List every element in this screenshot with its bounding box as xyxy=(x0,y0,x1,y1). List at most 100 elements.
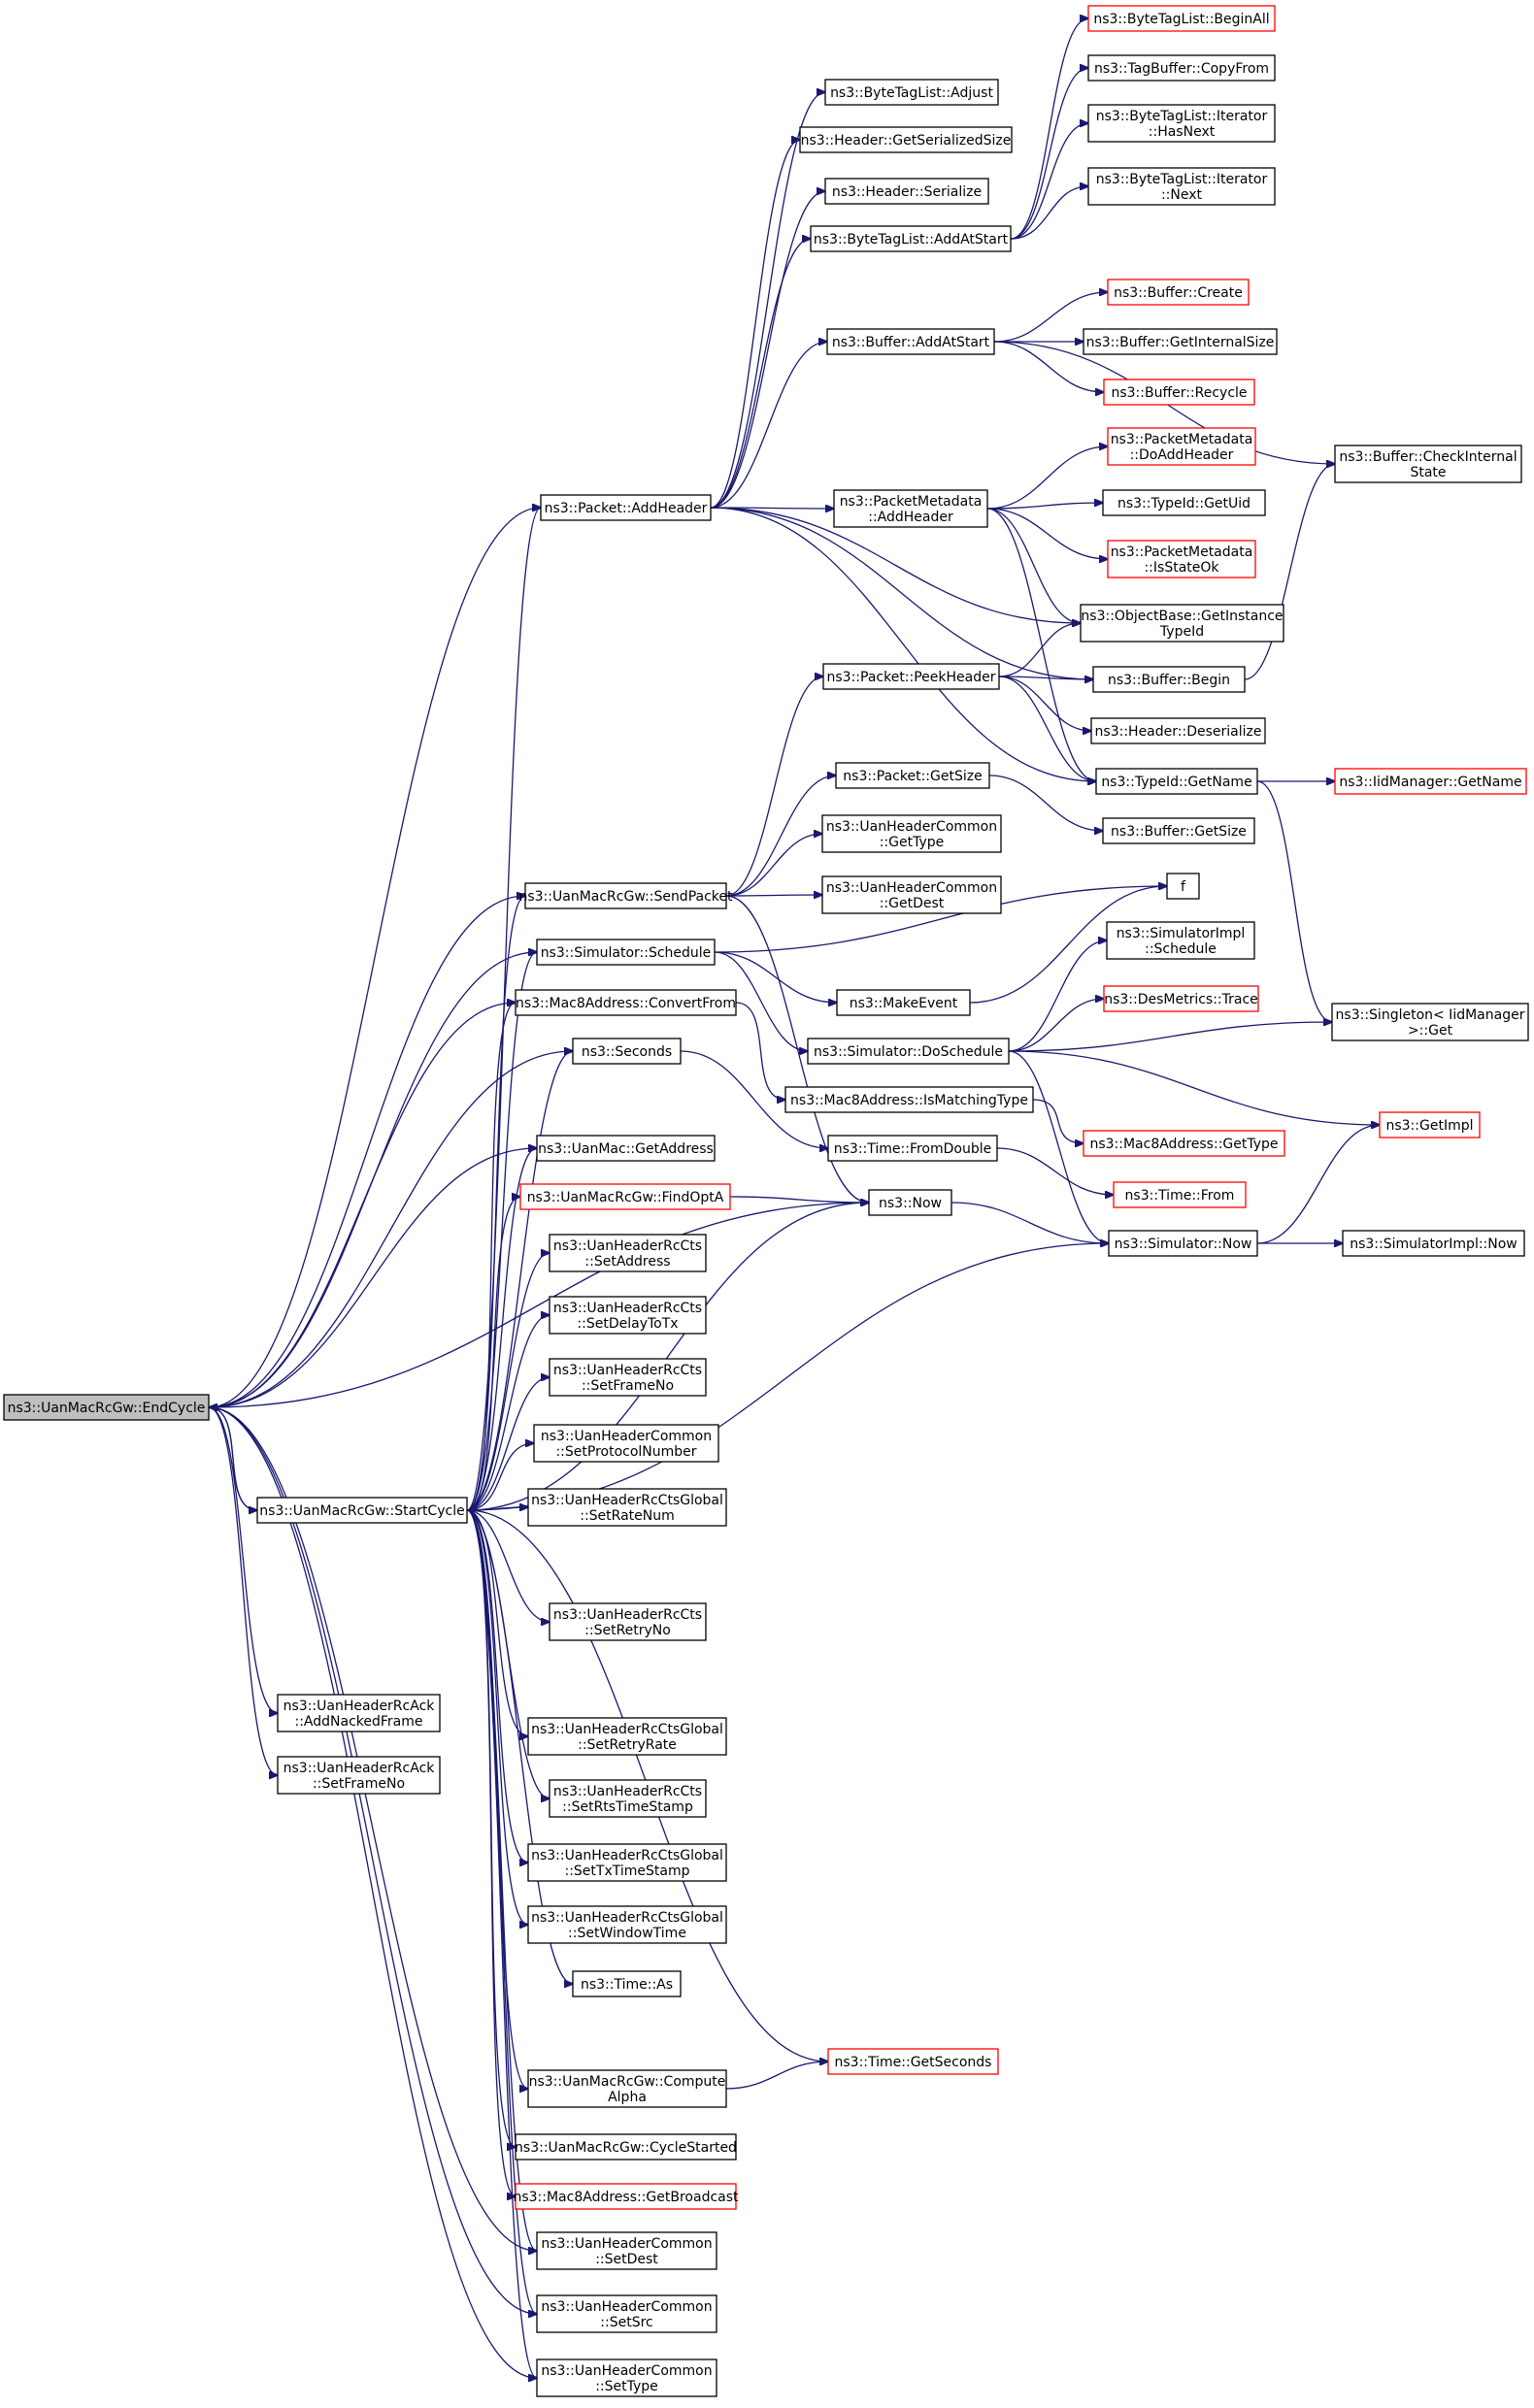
node-set-rate-num[interactable]: ns3::UanHeaderRcCtsGlobal::SetRateNum xyxy=(527,1488,727,1527)
node-mac8-get-type[interactable]: ns3::Mac8Address::GetType xyxy=(1083,1130,1285,1157)
node-sim-now[interactable]: ns3::Simulator::Now xyxy=(1108,1230,1258,1257)
node-box xyxy=(549,1296,707,1335)
node-get-uid[interactable]: ns3::TypeId::GetUid xyxy=(1102,489,1266,516)
node-box xyxy=(1379,1111,1481,1138)
node-sim-impl-now[interactable]: ns3::SimulatorImpl::Now xyxy=(1342,1230,1525,1257)
node-is-matching-type[interactable]: ns3::Mac8Address::IsMatchingType xyxy=(784,1086,1034,1113)
node-set-address[interactable]: ns3::UanHeaderRcCts::SetAddress xyxy=(549,1234,707,1272)
node-now[interactable]: ns3::Now xyxy=(868,1189,952,1216)
edge-start-cycle-to-set-retry-rate xyxy=(466,1509,528,1736)
node-end-cycle[interactable]: ns3::UanMacRcGw::EndCycle xyxy=(3,1394,210,1421)
node-hcget-type[interactable]: ns3::UanHeaderCommon::GetType xyxy=(821,814,1002,853)
node-btladjust[interactable]: ns3::ByteTagList::Adjust xyxy=(824,79,999,106)
node-cts-set-frame-no[interactable]: ns3::UanHeaderRcCts::SetFrameNo xyxy=(549,1358,707,1397)
node-set-rts-time-stamp[interactable]: ns3::UanHeaderRcCts::SetRtsTimeStamp xyxy=(549,1779,707,1818)
node-box xyxy=(536,2294,717,2333)
node-ack-set-frame-no[interactable]: ns3::UanHeaderRcAck::SetFrameNo xyxy=(277,1756,441,1795)
node-label: ::SetRateNum xyxy=(580,1508,675,1524)
node-tbcopy-from[interactable]: ns3::TagBuffer::CopyFrom xyxy=(1087,54,1276,82)
node-label: ns3::TypeId::GetUid xyxy=(1117,496,1251,511)
edge-make-event-to-f xyxy=(969,886,1167,1004)
node-time-as[interactable]: ns3::Time::As xyxy=(572,1970,682,1997)
node-hcget-dest[interactable]: ns3::UanHeaderCommon::GetDest xyxy=(821,875,1002,914)
node-label: ::SetType xyxy=(595,2379,658,2394)
node-seconds[interactable]: ns3::Seconds xyxy=(572,1038,682,1065)
node-set-dest[interactable]: ns3::UanHeaderCommon::SetDest xyxy=(536,2231,717,2270)
node-header-serialize[interactable]: ns3::Header::Serialize xyxy=(824,178,989,205)
node-box xyxy=(572,1038,682,1065)
node-do-schedule[interactable]: ns3::Simulator::DoSchedule xyxy=(807,1038,1010,1065)
node-label: ::AddHeader xyxy=(868,510,953,525)
node-set-protocol-number[interactable]: ns3::UanHeaderCommon::SetProtocolNumber xyxy=(533,1424,719,1463)
node-it-next[interactable]: ns3::ByteTagList::Iterator::Next xyxy=(1087,167,1276,206)
node-set-src[interactable]: ns3::UanHeaderCommon::SetSrc xyxy=(536,2294,717,2333)
node-iid-get-name[interactable]: ns3::IidManager::GetName xyxy=(1334,768,1527,795)
node-f[interactable]: f xyxy=(1166,873,1200,900)
node-singleton-get[interactable]: ns3::Singleton< IidManager>::Get xyxy=(1331,1003,1529,1041)
node-peek-header[interactable]: ns3::Packet::PeekHeader xyxy=(822,663,1000,690)
node-buf-get-size[interactable]: ns3::Buffer::GetSize xyxy=(1102,817,1255,844)
edge-do-schedule-to-des-metrics-trace xyxy=(1008,999,1104,1052)
node-do-add-header[interactable]: ns3::PacketMetadata::DoAddHeader xyxy=(1107,427,1256,466)
node-get-seconds[interactable]: ns3::Time::GetSeconds xyxy=(827,2048,999,2075)
node-btladd-at-start[interactable]: ns3::ByteTagList::AddAtStart xyxy=(810,225,1012,252)
node-box xyxy=(549,1358,707,1397)
edge-packet-add-header-to-get-instance-type-id xyxy=(710,507,1081,623)
node-send-packet[interactable]: ns3::UanMacRcGw::SendPacket xyxy=(518,882,733,909)
node-box xyxy=(536,939,716,966)
node-find-opt-a[interactable]: ns3::UanMacRcGw::FindOptA xyxy=(519,1183,731,1210)
node-from-double[interactable]: ns3::Time::FromDouble xyxy=(827,1135,998,1162)
edge-end-cycle-to-set-dest xyxy=(208,1406,537,2251)
node-buf-create[interactable]: ns3::Buffer::Create xyxy=(1107,279,1250,306)
node-get-broadcast[interactable]: ns3::Mac8Address::GetBroadcast xyxy=(513,2183,739,2210)
node-set-delay-to-tx[interactable]: ns3::UanHeaderRcCts::SetDelayToTx xyxy=(549,1296,707,1335)
node-label: ns3::PacketMetadata xyxy=(840,494,983,510)
node-label: ns3::UanHeaderCommon xyxy=(541,2236,712,2252)
node-add-nacked-frame[interactable]: ns3::UanHeaderRcAck::AddNackedFrame xyxy=(277,1694,441,1732)
edge-peek-header-to-buf-begin xyxy=(998,676,1093,679)
node-buf-begin[interactable]: ns3::Buffer::Begin xyxy=(1092,666,1246,693)
node-buf-recycle[interactable]: ns3::Buffer::Recycle xyxy=(1103,379,1255,406)
node-convert-from[interactable]: ns3::Mac8Address::ConvertFrom xyxy=(515,989,737,1016)
node-sim-schedule[interactable]: ns3::Simulator::Schedule xyxy=(536,939,716,966)
node-get-impl[interactable]: ns3::GetImpl xyxy=(1379,1111,1481,1138)
node-box xyxy=(549,1234,707,1272)
node-header-deserialize[interactable]: ns3::Header::Deserialize xyxy=(1090,717,1266,744)
node-box xyxy=(1087,104,1276,143)
node-set-tx-time-stamp[interactable]: ns3::UanHeaderRcCtsGlobal::SetTxTimeStam… xyxy=(527,1843,727,1882)
node-label: ns3::Seconds xyxy=(582,1044,672,1060)
node-label: ns3::UanMac::GetAddress xyxy=(538,1141,714,1157)
node-set-retry-rate[interactable]: ns3::UanHeaderRcCtsGlobal::SetRetryRate xyxy=(527,1717,727,1756)
node-header-get-serialized-size[interactable]: ns3::Header::GetSerializedSize xyxy=(799,126,1013,153)
node-buf-get-internal-size[interactable]: ns3::Buffer::GetInternalSize xyxy=(1083,328,1278,355)
node-pmadd-header[interactable]: ns3::PacketMetadata::AddHeader xyxy=(833,489,988,528)
node-packet-get-size[interactable]: ns3::Packet::GetSize xyxy=(835,762,990,789)
node-des-metrics-trace[interactable]: ns3::DesMetrics::Trace xyxy=(1103,985,1259,1012)
node-get-address[interactable]: ns3::UanMac::GetAddress xyxy=(536,1135,716,1162)
node-type-id-get-name[interactable]: ns3::TypeId::GetName xyxy=(1095,768,1258,795)
node-box xyxy=(1103,985,1259,1012)
node-btlbegin-all[interactable]: ns3::ByteTagList::BeginAll xyxy=(1087,5,1276,32)
edge-compute-alpha-to-get-seconds xyxy=(725,2062,828,2090)
node-box xyxy=(1334,768,1527,795)
edge-start-cycle-to-set-protocol-number xyxy=(466,1443,534,1511)
node-buffer-add-at-start[interactable]: ns3::Buffer::AddAtStart xyxy=(826,328,995,355)
node-set-window-time[interactable]: ns3::UanHeaderRcCtsGlobal::SetWindowTime xyxy=(527,1905,727,1944)
node-is-state-ok[interactable]: ns3::PacketMetadata::IsStateOk xyxy=(1107,540,1256,578)
node-label: ::DoAddHeader xyxy=(1130,447,1234,463)
node-time-from[interactable]: ns3::Time::From xyxy=(1113,1181,1247,1208)
node-cycle-started[interactable]: ns3::UanMacRcGw::CycleStarted xyxy=(515,2133,737,2161)
node-set-retry-no[interactable]: ns3::UanHeaderRcCts::SetRetryNo xyxy=(549,1602,707,1641)
node-packet-add-header[interactable]: ns3::Packet::AddHeader xyxy=(540,494,712,521)
node-sim-impl-schedule[interactable]: ns3::SimulatorImpl::Schedule xyxy=(1106,921,1255,960)
node-it-has-next[interactable]: ns3::ByteTagList::Iterator::HasNext xyxy=(1087,104,1276,143)
edge-end-cycle-to-set-type xyxy=(208,1406,537,2378)
node-make-event[interactable]: ns3::MakeEvent xyxy=(836,989,971,1016)
node-set-type[interactable]: ns3::UanHeaderCommon::SetType xyxy=(536,2359,717,2397)
edge-start-cycle-to-find-opt-a xyxy=(466,1197,520,1511)
node-start-cycle[interactable]: ns3::UanMacRcGw::StartCycle xyxy=(256,1497,468,1524)
node-box xyxy=(1087,167,1276,206)
